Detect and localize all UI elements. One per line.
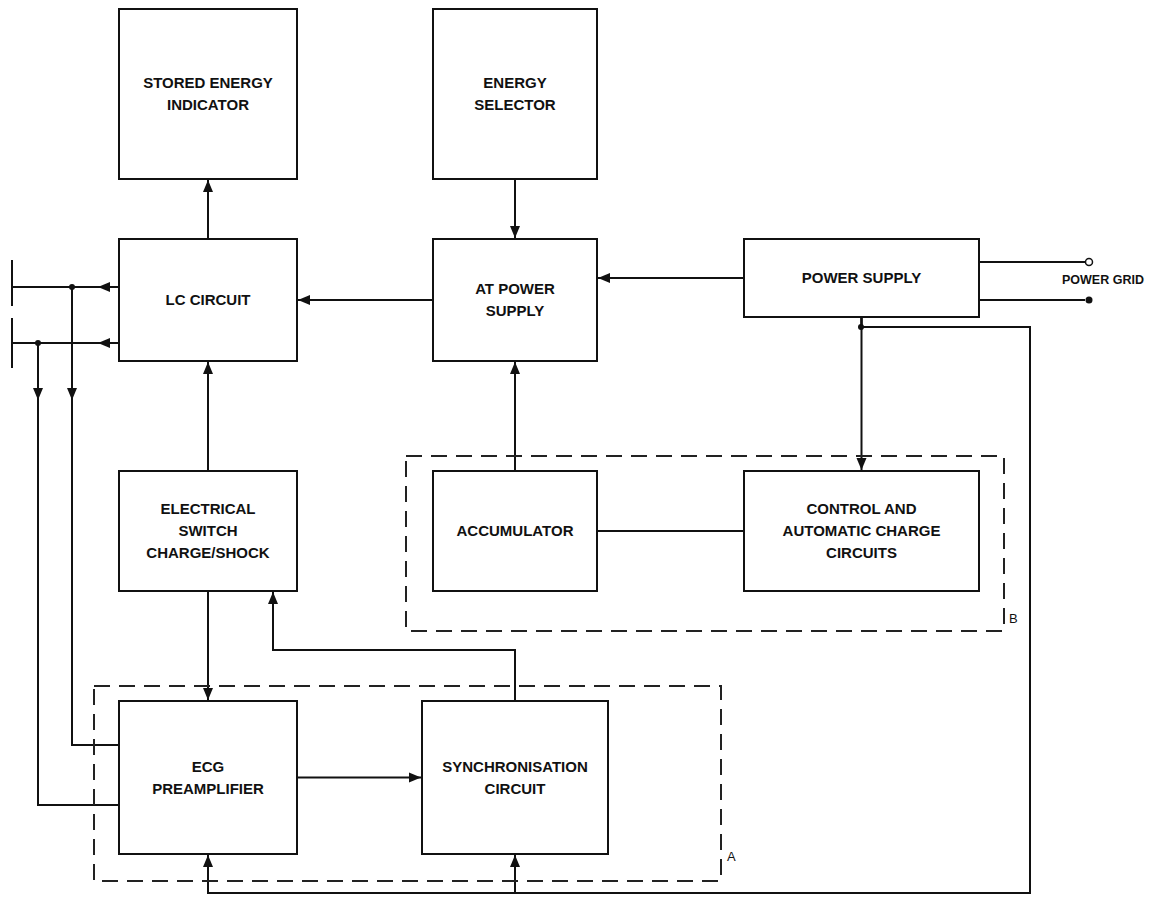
- dashed-border: [94, 686, 721, 881]
- process-box: ACCUMULATOR: [432, 470, 598, 592]
- arrow-head: [203, 855, 213, 867]
- arrow-head: [510, 226, 520, 238]
- connector: [203, 180, 213, 238]
- arrow-head: [409, 773, 421, 783]
- connector-line: [514, 362, 516, 470]
- dashed-region: AECG PREAMPLIFIERSYNCHRONISATION CIRCUIT: [93, 685, 722, 882]
- connector: [203, 362, 213, 470]
- arrow-head: [203, 688, 213, 700]
- connector-line: [207, 592, 209, 700]
- box-label: ELECTRICAL SWITCH CHARGE/SHOCK: [136, 498, 280, 563]
- arrow-head: [510, 362, 520, 374]
- region-letter: B: [1009, 612, 1018, 625]
- grid-terminal: [1086, 297, 1093, 304]
- process-box: SYNCHRONISATION CIRCUIT: [421, 700, 609, 855]
- electrode-plate: [11, 260, 13, 306]
- box-label: ACCUMULATOR: [450, 520, 580, 542]
- arrow-head: [857, 458, 867, 470]
- arrow-head: [33, 388, 43, 400]
- junction-dot: [69, 284, 75, 290]
- grid-terminal: [1086, 259, 1093, 266]
- box-label: CONTROL AND AUTOMATIC CHARGE CIRCUITS: [761, 498, 962, 563]
- grid-wire: [980, 299, 1085, 301]
- process-box: STORED ENERGY INDICATOR: [118, 8, 298, 180]
- process-box: ECG PREAMPLIFIER: [118, 700, 298, 855]
- grid-wire: [980, 261, 1085, 263]
- dashed-border: [406, 456, 1004, 631]
- connector-line: [273, 592, 515, 700]
- arrow-head: [203, 362, 213, 374]
- region-letter: A: [727, 850, 736, 863]
- process-box: CONTROL AND AUTOMATIC CHARGE CIRCUITS: [743, 470, 980, 592]
- connector: [298, 295, 432, 305]
- box-label: STORED ENERGY INDICATOR: [136, 72, 280, 116]
- box-label: ENERGY SELECTOR: [450, 72, 580, 116]
- terminal-label: POWER GRID: [1062, 273, 1144, 287]
- process-box: ELECTRICAL SWITCH CHARGE/SHOCK: [118, 470, 298, 592]
- connector: [203, 318, 1030, 893]
- connector-line: [298, 777, 421, 779]
- connector: [268, 592, 515, 700]
- connector: [203, 592, 213, 700]
- box-label: POWER SUPPLY: [761, 267, 962, 289]
- arrow-head: [298, 295, 310, 305]
- connector-line: [861, 318, 863, 470]
- process-box: LC CIRCUIT: [118, 238, 298, 362]
- box-label: ECG PREAMPLIFIER: [136, 756, 280, 800]
- connector: [598, 531, 743, 532]
- connector: [598, 273, 743, 283]
- arrow-head: [203, 180, 213, 192]
- connector-line: [207, 362, 209, 470]
- arrow-head: [598, 273, 610, 283]
- connector-line: [598, 530, 743, 532]
- box-label: AT POWER SUPPLY: [450, 278, 580, 322]
- arrow-head: [268, 592, 278, 604]
- box-label: SYNCHRONISATION CIRCUIT: [439, 756, 591, 800]
- connector: [510, 362, 520, 470]
- junction-dot: [35, 340, 41, 346]
- arrow-head: [98, 282, 110, 292]
- arrow-head: [67, 388, 77, 400]
- arrow-head: [510, 855, 520, 867]
- process-box: ENERGY SELECTOR: [432, 8, 598, 180]
- arrow-head: [98, 338, 110, 348]
- box-label: LC CIRCUIT: [136, 289, 280, 311]
- ecg-lead-wire: [72, 287, 118, 745]
- process-box: POWER SUPPLY: [743, 238, 980, 318]
- process-box: AT POWER SUPPLY: [432, 238, 598, 362]
- connector-line: [298, 299, 432, 301]
- ecg-lead-wire: [38, 343, 118, 805]
- connector: [298, 773, 421, 783]
- connector: [510, 180, 520, 238]
- connector-line: [208, 318, 1030, 893]
- connector-line: [598, 277, 743, 279]
- dashed-region: BACCUMULATORCONTROL AND AUTOMATIC CHARGE…: [405, 455, 1005, 632]
- connector: [857, 318, 867, 470]
